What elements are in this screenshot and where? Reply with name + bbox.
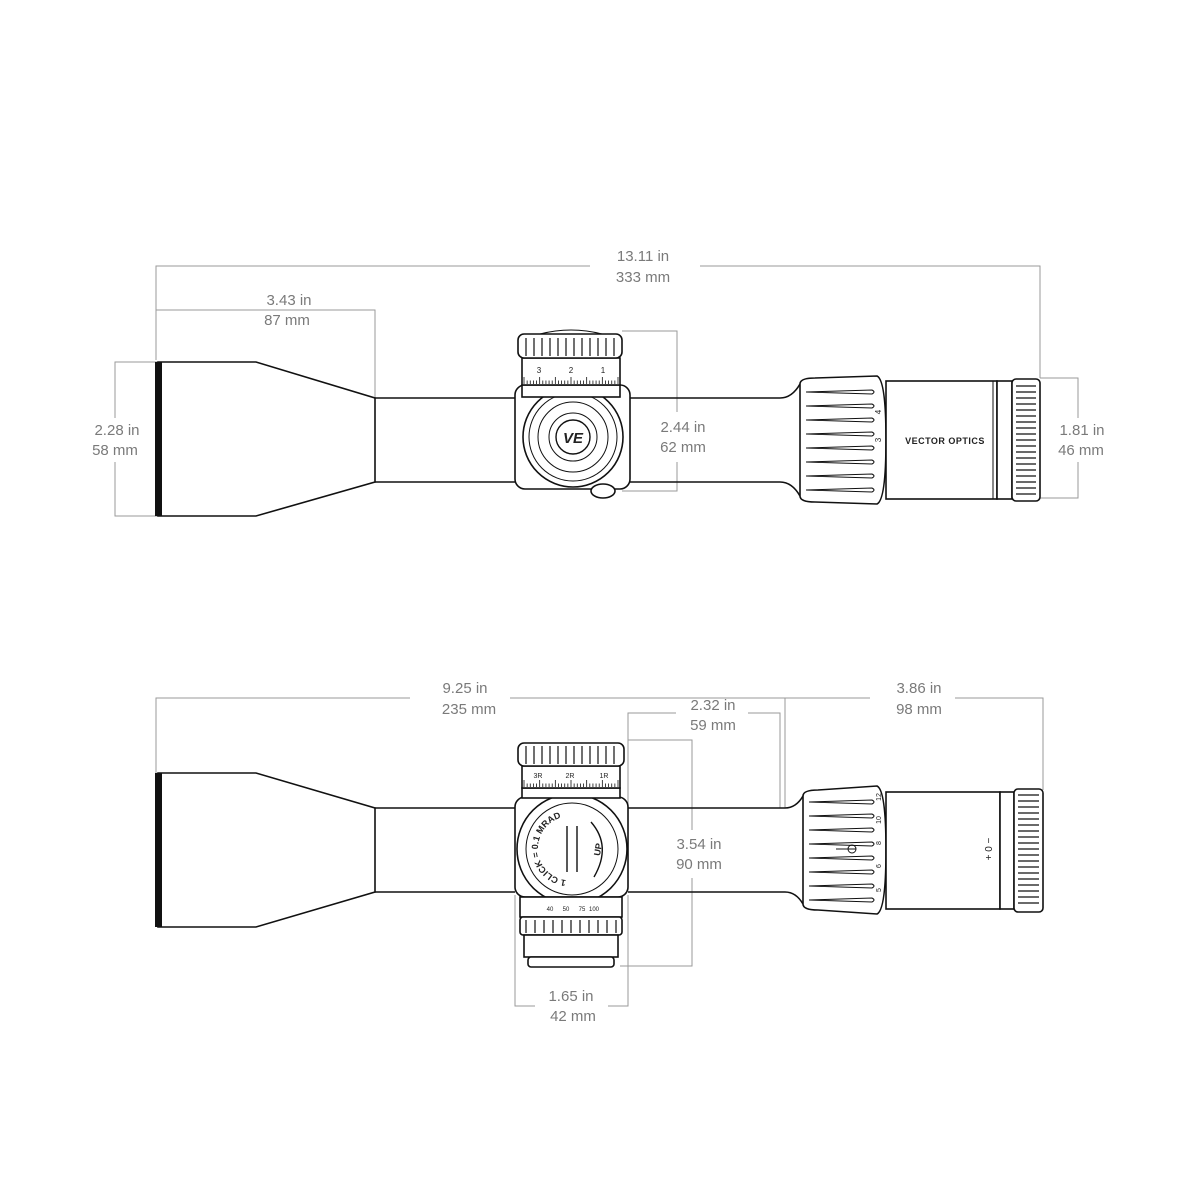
grip-rib — [808, 869, 875, 875]
grip-rib — [805, 473, 875, 479]
turret-span-in: 3.54 in — [676, 836, 721, 853]
side-parallax-turret: 40 50 75 100 — [519, 896, 623, 968]
turret-to-ring-in: 2.32 in — [690, 697, 735, 714]
grip-rib — [808, 883, 875, 889]
power-mark: 3 — [874, 437, 883, 442]
brand-logo: VECTOR OPTICS — [905, 436, 985, 446]
elevation-mark: 2 — [569, 366, 574, 375]
windage-mark: 3R — [534, 773, 543, 780]
eyepiece-length-in: 3.86 in — [896, 680, 941, 697]
top-objective-bell — [155, 361, 376, 517]
grip-rib — [808, 855, 875, 861]
front-to-turret-in: 9.25 in — [442, 680, 487, 697]
grip-rib — [808, 841, 875, 847]
diopter-marks: + 0 − — [984, 837, 995, 860]
grip-rib — [808, 799, 875, 805]
windage-mark: 2R — [566, 773, 575, 780]
top-power-ring: 4 3 — [799, 375, 887, 505]
side-eyepiece: + 0 − — [885, 788, 1044, 913]
side-windage-turret: 3R 2R 1R — [517, 742, 625, 799]
grip-rib — [805, 487, 875, 493]
vector-optics-logo-icon: VE — [563, 430, 584, 447]
grip-rib — [808, 897, 875, 903]
overall-length-in: 13.11 in — [617, 248, 669, 265]
parallax-mark: 75 — [579, 907, 586, 913]
eyepiece-diameter-mm: 46 mm — [1058, 442, 1104, 459]
power-mark: 4 — [874, 409, 883, 414]
overall-length-mm: 333 mm — [616, 269, 670, 286]
side-power-ring: 12 10 8 6 5 — [802, 785, 887, 915]
elevation-mark: 1 — [601, 366, 606, 375]
power-mark: 5 — [876, 888, 883, 892]
grip-rib — [805, 417, 875, 423]
side-view: 1 CLICK = 0.1 MRAD UP 3R 2R 1R 40 50 75 … — [155, 680, 1044, 1025]
grip-rib — [805, 445, 875, 451]
grip-rib — [808, 813, 875, 819]
objective-bell-length-mm: 87 mm — [264, 312, 310, 329]
top-view: VE 3 2 1 4 3 VECTOR OPTICS — [92, 248, 1105, 517]
grip-rib — [805, 389, 875, 395]
parallax-mark: 50 — [563, 907, 570, 913]
power-mark: 8 — [876, 841, 883, 845]
grip-rib — [808, 827, 875, 833]
top-eyepiece: VECTOR OPTICS — [885, 378, 1041, 502]
front-to-turret-mm: 235 mm — [442, 701, 496, 718]
power-mark: 6 — [876, 864, 883, 868]
grip-rib — [805, 431, 875, 437]
objective-diameter-mm: 58 mm — [92, 442, 138, 459]
power-mark: 12 — [876, 793, 883, 801]
power-mark: 10 — [876, 816, 883, 824]
eyepiece-length-mm: 98 mm — [896, 701, 942, 718]
parallax-mark: 40 — [547, 907, 554, 913]
side-main-tube — [375, 795, 804, 905]
turret-height-mm: 62 mm — [660, 439, 706, 456]
grip-rib — [805, 459, 875, 465]
side-dimension-lines — [155, 697, 1044, 1007]
side-objective-bell — [155, 772, 376, 928]
objective-bell-length-in: 3.43 in — [266, 292, 311, 309]
eyepiece-diameter-in: 1.81 in — [1059, 422, 1104, 439]
dial-up-label: UP — [592, 842, 604, 856]
windage-mark: 1R — [600, 773, 609, 780]
grip-rib — [805, 403, 875, 409]
turret-to-ring-mm: 59 mm — [690, 717, 736, 734]
turret-height-in: 2.44 in — [660, 419, 705, 436]
top-dimension-lines — [114, 265, 1079, 517]
parallax-mark: 100 — [589, 907, 600, 913]
turret-span-mm: 90 mm — [676, 856, 722, 873]
saddle-width-mm: 42 mm — [550, 1008, 596, 1025]
top-main-tube — [375, 383, 801, 497]
top-elevation-turret: 3 2 1 — [517, 329, 623, 398]
elevation-mark: 3 — [537, 366, 542, 375]
objective-diameter-in: 2.28 in — [94, 422, 139, 439]
top-turret-saddle: VE — [514, 384, 631, 499]
saddle-width-in: 1.65 in — [548, 988, 593, 1005]
side-turret-saddle: 1 CLICK = 0.1 MRAD UP — [514, 793, 629, 905]
